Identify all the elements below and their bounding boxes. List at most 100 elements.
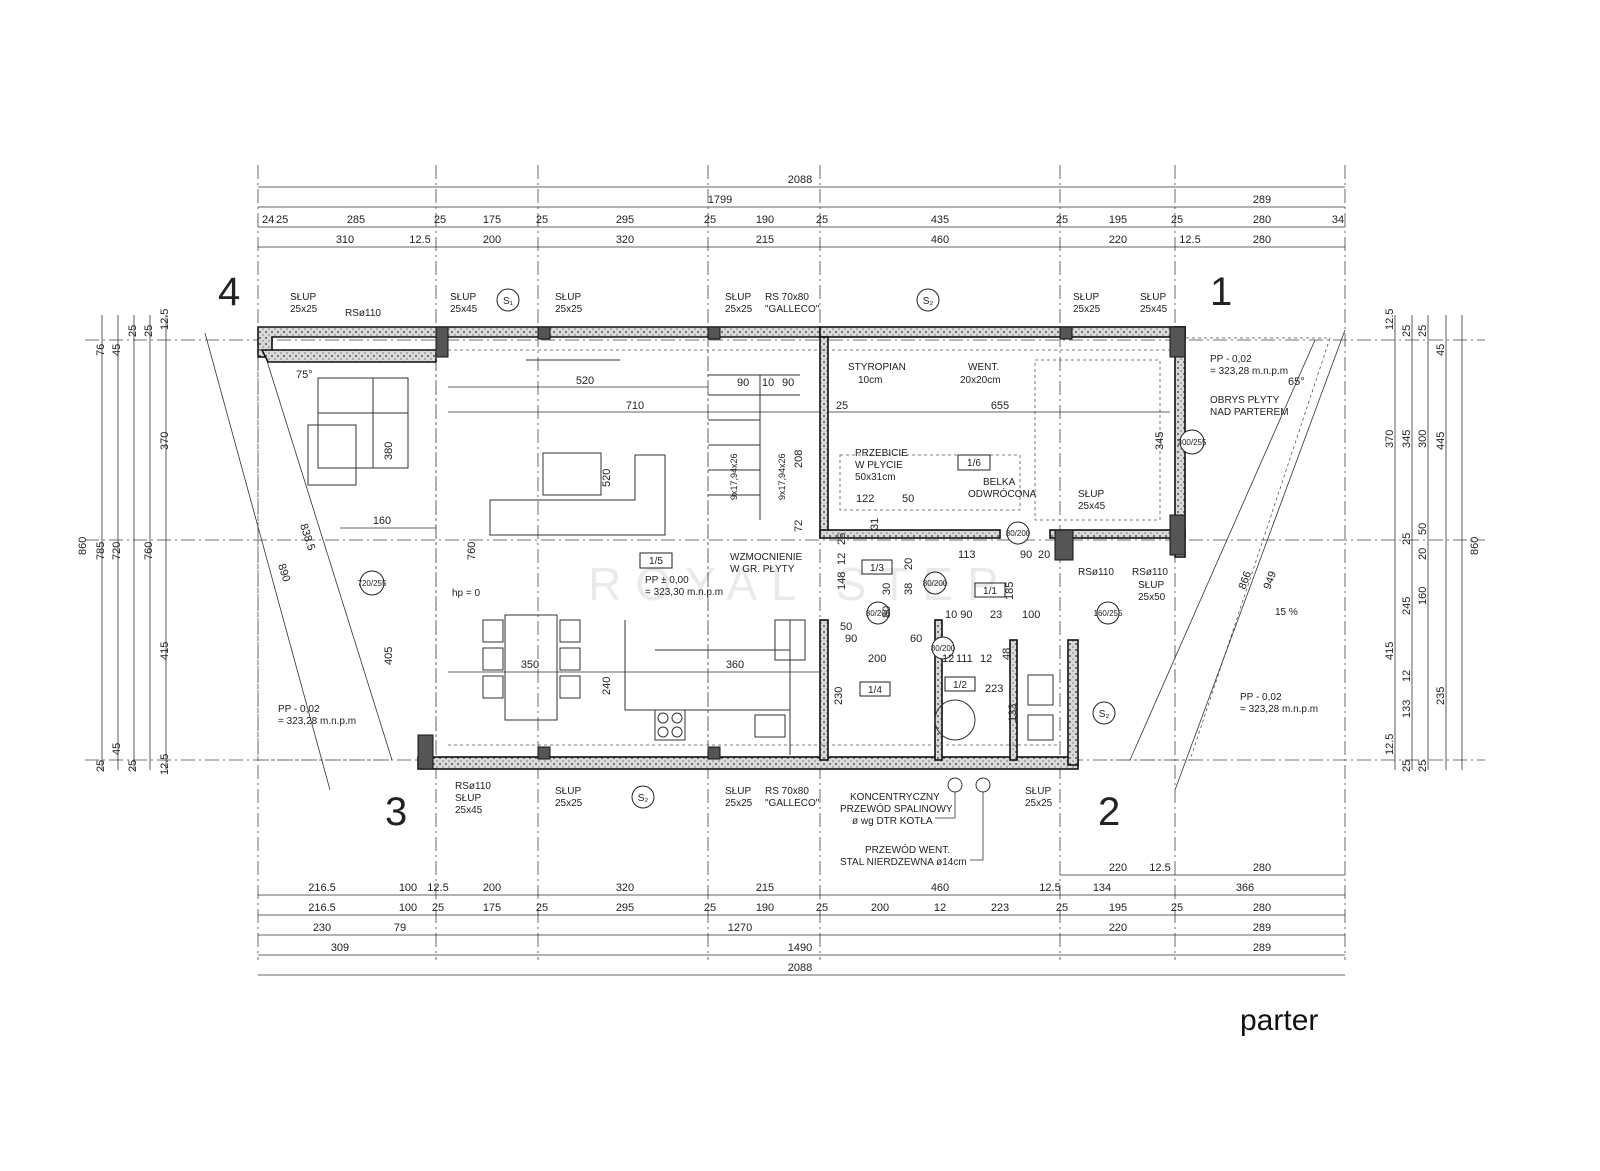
col-tag-size: 25x50: [1138, 592, 1166, 603]
dim-left-1: 25: [127, 325, 139, 337]
inner-dim: 520: [601, 469, 613, 487]
inner-dim: 350: [521, 659, 539, 671]
dim-bot-r3-10: 12: [934, 902, 946, 914]
dim-bot-r1-2: 280: [1253, 862, 1271, 874]
dim-left-14: 12.5: [159, 754, 171, 775]
dim-bot-r2-9: 366: [1236, 882, 1254, 894]
dim-top-r3-2: 285: [347, 214, 365, 226]
coffee-table: [542, 452, 602, 496]
inner-dim: 90: [737, 377, 749, 389]
opening-tag: 720/255: [358, 579, 387, 588]
dim-right-14: 415: [1384, 642, 1396, 660]
inner-dim: 133: [1007, 704, 1019, 722]
dim-left-5: 370: [159, 432, 171, 450]
flue-a: [947, 777, 963, 793]
note-level: PP - 0,02: [278, 704, 320, 715]
note-level: PP - 0,02: [1210, 354, 1252, 365]
dim-bot-r3-7: 190: [756, 902, 774, 914]
dim-top-r3-6: 295: [616, 214, 634, 226]
col-tag-size: 25x25: [555, 798, 583, 809]
dim-right-11: 860: [1469, 537, 1481, 555]
col-tag-size: 25x25: [1073, 304, 1101, 315]
dim-top-r3-0: 24: [262, 214, 274, 226]
inner-dim: 48: [1001, 648, 1013, 660]
inner-dim: 208: [793, 450, 805, 468]
col-tag-size: 25x25: [725, 798, 753, 809]
dim-left-8: 720: [111, 542, 123, 560]
dining-chairs: [482, 619, 581, 699]
top-dimensions: 2088 1799 289 24 25 285 25 175 25 295 25…: [258, 174, 1345, 248]
col-tag-size: 25x25: [1025, 798, 1053, 809]
dim-bot-r4-0: 230: [313, 922, 331, 934]
dim-bot-r5-0: 309: [331, 942, 349, 954]
opening-tag: 80/200: [1006, 529, 1031, 538]
dim-right-4: 370: [1384, 430, 1396, 448]
dim-top-r3-5: 25: [536, 214, 548, 226]
axis-label-4: 4: [218, 270, 240, 314]
wall-bottom-right: [1067, 639, 1079, 766]
dim-bot-r2-1: 100: [399, 882, 417, 894]
note-belka: ODWRÓCONA: [968, 487, 1037, 500]
room-id: 1/6: [967, 458, 981, 469]
note-flue: ø wg DTR KOTŁA: [852, 816, 933, 827]
dim-top-r3-9: 25: [816, 214, 828, 226]
note-vent-pipe: STAL NIERDZEWNA ø14cm: [840, 857, 967, 868]
dim-bot-r4-2: 1270: [728, 922, 752, 934]
dim-top-r4-4: 215: [756, 234, 774, 246]
inner-dim: 90: [845, 633, 857, 645]
dim-top-r3-15: 34: [1332, 214, 1344, 226]
note-level: = 323,30 m.n.p.m: [645, 587, 723, 598]
dim-bot-r3-5: 295: [616, 902, 634, 914]
dim-right-0: 12.5: [1384, 309, 1396, 330]
dim-left-0: 12.5: [159, 309, 171, 330]
floor-caption: parter: [1240, 1004, 1319, 1037]
dim-right-9: 50: [1417, 523, 1429, 535]
dim-bot-r2-7: 12.5: [1039, 882, 1060, 894]
inner-dim: 31: [869, 518, 881, 530]
rs-label: RSø110: [1078, 567, 1114, 578]
inner-dim: 20: [1038, 549, 1050, 561]
col-tag-title: SŁUP: [1078, 489, 1104, 500]
note-belka: BELKA: [983, 477, 1016, 488]
note-wzmocnienie: WZMOCNIENIE: [730, 552, 803, 563]
room-id: 1/2: [953, 680, 967, 691]
dim-bot-r3-14: 25: [1171, 902, 1183, 914]
column-tags-top: SŁUP 25x25 SŁUP 25x45 SŁUP 25x25 SŁUP 25…: [290, 292, 1168, 319]
col-tag-title: SŁUP: [1025, 786, 1051, 797]
inner-dim: 160: [373, 515, 391, 527]
dim-top-r3-13: 25: [1171, 214, 1183, 226]
wall-inner-v: [819, 336, 829, 538]
note-obrys: NAD PARTEREM: [1210, 407, 1289, 418]
dim-top-r4-7: 12.5: [1179, 234, 1200, 246]
dim-bot-r6-0: 2088: [788, 962, 812, 974]
dim-bot-r5-1: 1490: [788, 942, 812, 954]
dim-top-r4-8: 280: [1253, 234, 1271, 246]
inner-dim: 12: [980, 653, 992, 665]
note-flue: PRZEWÓD SPALINOWY: [840, 802, 953, 815]
bottom-dimensions: 220 12.5 280 216.5 100 12.5 200 320 215 …: [258, 862, 1345, 976]
dining-table: [504, 614, 558, 721]
opening-tag: 160/255: [1094, 609, 1123, 618]
room-id: 1/1: [983, 586, 997, 597]
column-tags-bottom: RSø110 SŁUP 25x45 SŁUP 25x25 SŁUP 25x25 …: [455, 489, 1168, 816]
dim-top-r3-3: 25: [434, 214, 446, 226]
inner-dim: 12: [942, 653, 954, 665]
rs-label: RSø110: [1132, 567, 1168, 578]
dim-right-3: 45: [1435, 344, 1447, 356]
col-tag-title: SŁUP: [455, 793, 481, 804]
note-level: PP - 0,02: [1240, 692, 1282, 703]
note-level: = 323,28 m.n.p.m: [1240, 704, 1318, 715]
note-slope: 15 %: [1275, 607, 1298, 618]
left-dimensions: 12.5 25 25 45 76 370 860 785 720 760 415…: [77, 309, 171, 775]
dim-bot-r3-1: 100: [399, 902, 417, 914]
note-level: = 323,28 m.n.p.m: [278, 716, 356, 727]
inner-dim: 200: [868, 653, 886, 665]
section-mark-s2: S₂: [1099, 709, 1110, 720]
dim-top-total: 2088: [788, 174, 812, 186]
inner-dim: 360: [726, 659, 744, 671]
col-tag-title: SŁUP: [1073, 292, 1099, 303]
inner-dim: 30: [881, 583, 893, 595]
wall-inner-v3: [934, 619, 943, 761]
room-id: 1/4: [868, 685, 882, 696]
dim-top-1799: 1799: [708, 194, 732, 206]
